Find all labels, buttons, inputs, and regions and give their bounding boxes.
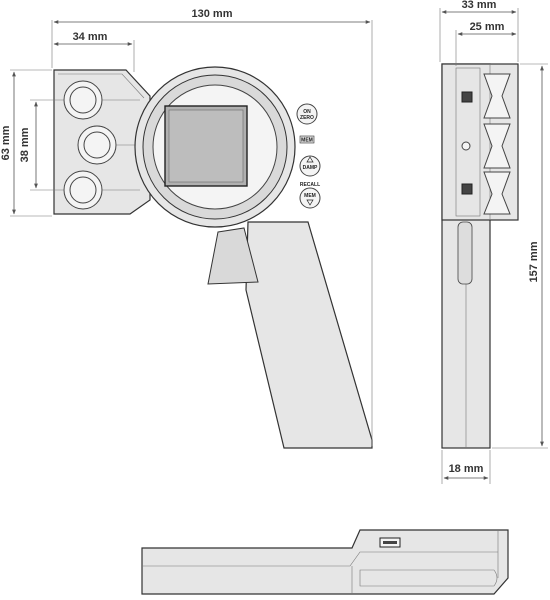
side-view: [441, 63, 519, 449]
on-zero-label: ON: [303, 109, 311, 115]
on-zero-button[interactable]: [296, 103, 318, 125]
damp-button[interactable]: [299, 155, 321, 177]
dim-head-height: 63 mm: [0, 125, 12, 160]
zero-label: ZERO: [300, 115, 314, 121]
v-groove-top: [483, 73, 511, 119]
v-groove-bottom: [483, 171, 511, 215]
side-dimensions: 33 mm 25 mm 157 mm 18 mm: [439, 0, 548, 484]
front-rollers: [63, 80, 140, 210]
recall-label: RECALL: [300, 182, 320, 188]
screw-mid-icon: [461, 141, 471, 151]
screw-top-icon: [461, 91, 473, 103]
button-panel: ON ZERO MEM DAMP RECALL MEM: [296, 103, 321, 209]
screw-bottom-icon: [461, 183, 473, 195]
front-dimensions: 130 mm 34 mm 63 mm 38 mm: [0, 8, 373, 446]
damp-label: DAMP: [303, 165, 318, 171]
v-groove-middle: [483, 123, 511, 169]
bottom-body: [141, 529, 509, 595]
dim-side-inner-width: 25 mm: [470, 21, 505, 33]
dim-overall-width: 130 mm: [192, 8, 233, 20]
side-rollers: [461, 73, 511, 215]
dim-roller-offset: 34 mm: [73, 31, 108, 43]
down-arrow-icon: [306, 199, 314, 206]
dim-handle-thickness: 18 mm: [449, 463, 484, 475]
mem-label: MEM: [301, 138, 313, 144]
bottom-view: [141, 529, 509, 595]
trigger: [207, 227, 259, 285]
mem-button[interactable]: [299, 187, 321, 209]
mem-bottom-label: MEM: [304, 193, 316, 199]
front-view: ON ZERO MEM DAMP RECALL MEM: [53, 66, 373, 449]
dim-total-length: 157 mm: [528, 241, 540, 282]
dim-side-width: 33 mm: [462, 0, 497, 11]
up-arrow-icon: [306, 156, 314, 163]
front-handle: [245, 221, 373, 449]
dim-roller-spacing: 38 mm: [19, 127, 31, 162]
